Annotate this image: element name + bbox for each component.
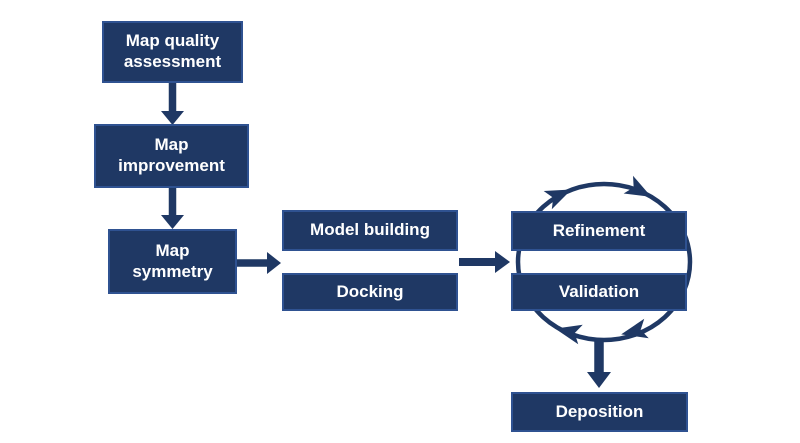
arrow-head — [267, 252, 281, 274]
node-model-building: Model building — [282, 210, 458, 251]
node-deposition: Deposition — [511, 392, 688, 432]
arrow-symmetry-to-building — [237, 252, 281, 274]
cycle-arrowhead-top-right — [623, 175, 652, 197]
node-refinement: Refinement — [511, 211, 687, 251]
node-validation: Validation — [511, 273, 687, 311]
cycle-ellipse — [515, 181, 693, 343]
refinement-validation-cycle — [515, 175, 693, 345]
arrow-validation-to-deposition — [587, 338, 611, 388]
arrow-head — [587, 372, 611, 388]
arrow-improvement-to-symmetry — [161, 188, 184, 229]
arrow-quality-to-improvement — [161, 83, 184, 125]
node-docking: Docking — [282, 273, 458, 311]
arrow-head — [495, 251, 510, 273]
cycle-arrowhead-top-left — [543, 189, 572, 210]
cycle-arrowhead-bottom-left — [555, 324, 583, 345]
node-map-quality-assessment: Map quality assessment — [102, 21, 243, 83]
node-map-symmetry: Map symmetry — [108, 229, 237, 294]
cycle-arrowhead-bottom-right — [621, 318, 649, 339]
arrow-head — [161, 215, 184, 229]
arrow-building-to-refinement — [459, 251, 510, 273]
node-map-improvement: Map improvement — [94, 124, 249, 188]
arrow-head — [161, 111, 184, 125]
